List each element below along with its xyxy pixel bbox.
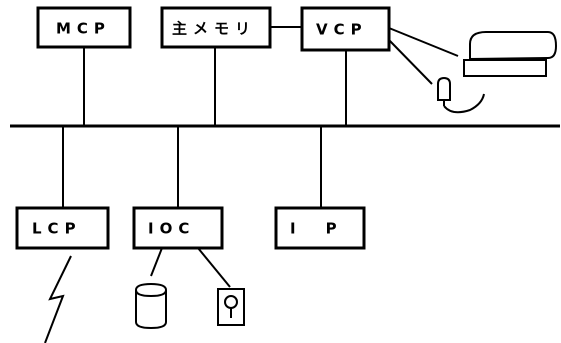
ip-label: IP [290, 220, 367, 238]
light-pen-body-icon [438, 78, 450, 100]
lightning-link-icon [45, 256, 71, 343]
main-memory-label: 主メモリ [172, 20, 256, 38]
ioc-tape-link [198, 248, 230, 287]
disk-body-icon [136, 284, 166, 328]
lightning-path [45, 256, 71, 343]
mcp-node: MCP [38, 8, 130, 47]
terminal-keyboard-icon [464, 60, 546, 76]
vcp-node: VCP [302, 8, 389, 50]
light-pen-link [389, 40, 432, 84]
ioc-label: IOC [148, 220, 195, 238]
tape-reel-icon [218, 289, 244, 325]
vcp-label: VCP [316, 21, 368, 39]
ioc-node: IOC [134, 208, 222, 248]
lcp-label: LCP [32, 220, 82, 238]
terminal-screen-icon [470, 32, 556, 59]
lcp-node: LCP [17, 208, 108, 248]
disk-pack-icon [136, 284, 166, 328]
ioc-disk-link [151, 248, 162, 276]
main-memory-node: 主メモリ [162, 8, 270, 47]
ip-node: IP [276, 208, 367, 248]
tape-reel-hub-icon [225, 296, 237, 308]
display-terminal-icon [389, 28, 556, 76]
mcp-label: MCP [56, 20, 111, 38]
